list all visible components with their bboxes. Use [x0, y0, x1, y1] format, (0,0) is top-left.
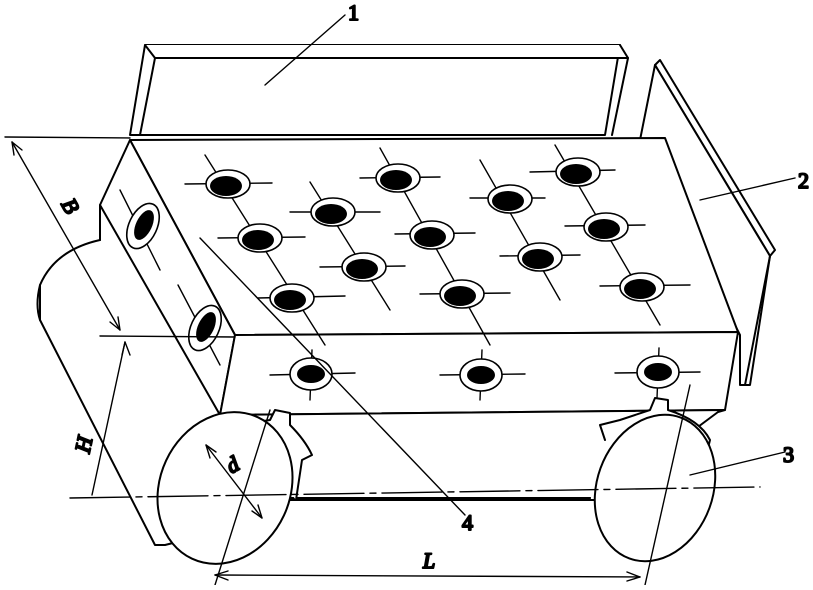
label-part-3: 3: [783, 442, 794, 467]
dimension-lines: [4, 136, 691, 586]
label-dim-B: B: [56, 194, 84, 218]
rear-plate: [129, 44, 629, 136]
center-axis: [69, 486, 761, 499]
label-dim-H: H: [70, 433, 98, 456]
leader-lines: [199, 14, 796, 516]
top-hole-markers: [205, 157, 665, 313]
label-part-1: 1: [348, 0, 359, 25]
side-plate: [639, 59, 776, 386]
label-part-4: 4: [462, 510, 473, 535]
label-part-2: 2: [798, 168, 809, 193]
front-holes: [269, 347, 701, 401]
left-wheel: [156, 409, 313, 565]
side-holes: [119, 189, 223, 366]
label-dim-L: L: [422, 548, 435, 573]
